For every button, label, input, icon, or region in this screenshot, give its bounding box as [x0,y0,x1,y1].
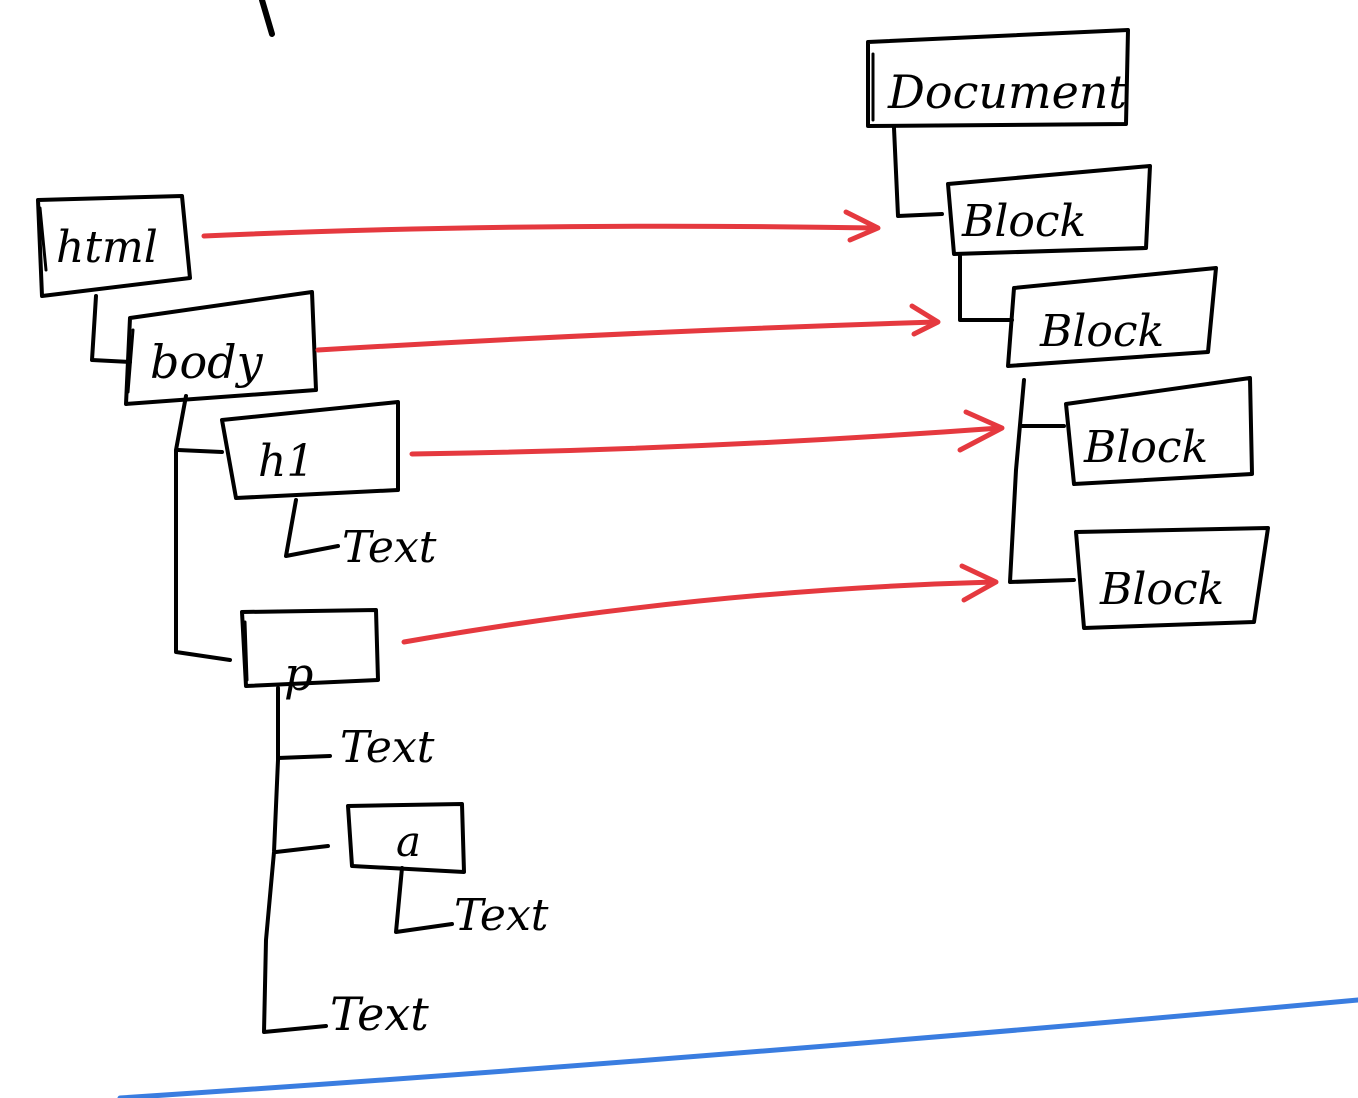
layout-node-block-html: Block [946,164,1152,256]
dom-node-h1: h1 [220,400,400,500]
dom-label-a: a [396,817,421,866]
layout-label-block-p: Block [1099,564,1224,615]
arrow-html-to-block [201,223,879,239]
dom-label-p: p [284,647,313,701]
blue-underline-stroke [117,997,1358,1098]
arrow-body-to-block [315,319,939,353]
dom-label-body: body [150,335,264,389]
dom-text-p-2: Text [330,987,429,1041]
dom-text-p-1: Text [340,722,435,773]
dom-node-p: p [240,608,380,701]
layout-node-block-h1: Block [1064,376,1254,486]
layout-label-block-html: Block [961,196,1086,247]
stray-stroke [259,0,275,37]
layout-label-block-body: Block [1039,306,1164,357]
layout-node-document: Document [866,28,1130,128]
dom-text-a: Text [454,890,549,941]
arrow-p-to-block [401,579,997,645]
layout-label-block-h1: Block [1083,422,1208,473]
dom-node-html: html [36,194,192,298]
layout-node-block-body: Block [1006,266,1218,368]
dom-node-body: body [124,290,318,406]
mapping-arrows [201,209,1005,645]
layout-label-document: Document [887,65,1127,119]
layout-node-block-p: Block [1074,526,1270,630]
arrow-h1-to-block [409,425,1003,457]
dom-tree-connectors [90,294,454,1034]
layout-tree-connectors [892,126,1076,584]
dom-label-h1: h1 [258,436,314,487]
dom-node-a: a [346,802,466,874]
dom-label-html: html [56,222,158,273]
dom-text-h1: Text [342,522,437,573]
